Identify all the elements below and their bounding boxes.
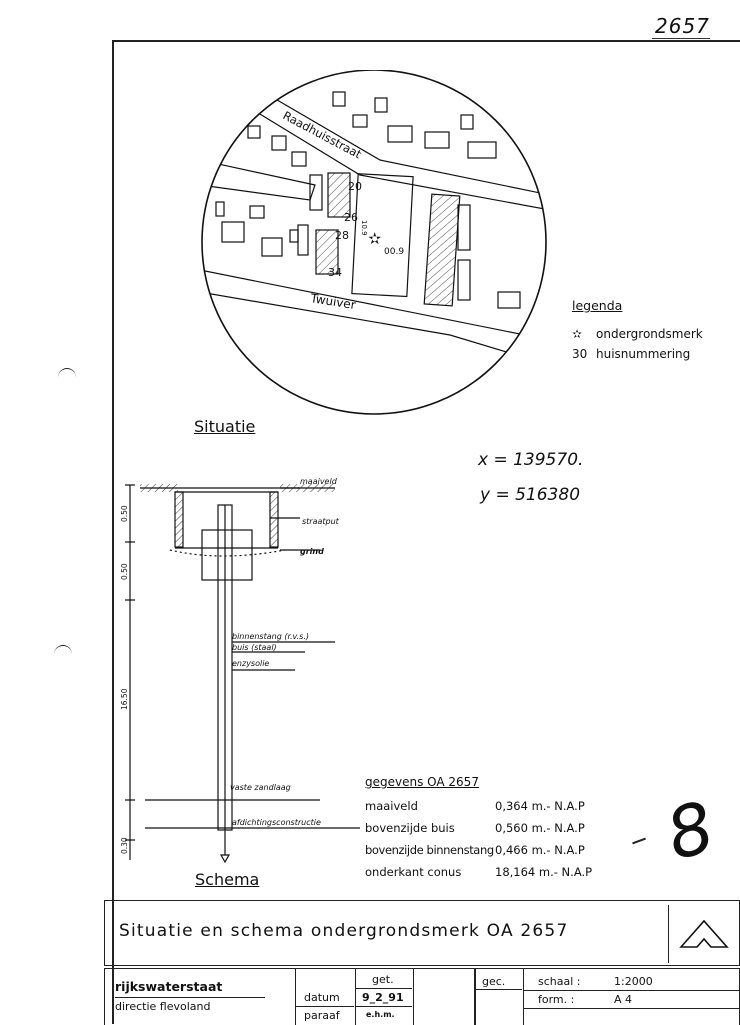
gegevens-label: bovenzijde binnenstang xyxy=(365,843,494,857)
house-number: 34 xyxy=(328,266,342,279)
schema-heading: Schema xyxy=(195,870,260,889)
punch-hole-mark xyxy=(54,645,72,664)
footer-block: rijkswaterstaat directie flevoland datum… xyxy=(104,968,740,1025)
dimension-label: 0.30 xyxy=(120,837,129,854)
legend-title: legenda xyxy=(572,298,623,313)
house-number: 28 xyxy=(335,229,349,242)
drawing-title: Situatie en schema ondergrondsmerk OA 26… xyxy=(119,921,569,941)
datum-value: 9_2_91 xyxy=(362,991,404,1004)
situation-map: Raadhuisstraat Twuiver 20 26 28 34 10.9 … xyxy=(201,70,547,415)
title-block: Situatie en schema ondergrondsmerk OA 26… xyxy=(104,900,740,966)
gegevens-value: 18,164 m.- N.A.P xyxy=(495,865,593,879)
org-underline xyxy=(115,997,265,998)
get-label: get. xyxy=(372,973,394,986)
coordinate-x: x = 139570. xyxy=(478,450,584,470)
gegevens-label: maaiveld xyxy=(365,799,418,813)
legend-item-text: huisnummering xyxy=(596,347,691,361)
legend-item: 30 huisnummering xyxy=(572,347,732,361)
schaal-label: schaal : xyxy=(538,975,581,988)
org-dept: directie flevoland xyxy=(115,1000,211,1013)
dimension-label: 0.50 xyxy=(120,563,129,580)
marker-small-label: 10.9 xyxy=(360,220,368,236)
schema-drawing: maaiveld straatput grind binnenstang (r.… xyxy=(120,477,360,864)
footer-scale-cell: schaal : 1:2000 form. : A 4 xyxy=(523,969,740,1025)
schema-label-maaiveld: maaiveld xyxy=(300,477,338,486)
gegevens-value: 0,560 m.- N.A.P xyxy=(495,821,585,835)
footer-gec-cell: gec. xyxy=(413,969,522,1025)
legend-item-text: ondergrondsmerk xyxy=(596,327,703,341)
gegevens-row: onderkant conus 18,164 m.- N.A.P xyxy=(365,865,605,879)
rijkswaterstaat-logo-icon xyxy=(679,919,729,948)
form-value: A 4 xyxy=(614,993,633,1006)
marker-label: 00.9 xyxy=(384,247,404,257)
gegevens-value: 0,466 m.- N.A.P xyxy=(495,843,585,857)
gegevens-row: maaiveld 0,364 m.- N.A.P xyxy=(365,799,605,813)
sheet-number-underline xyxy=(652,38,710,39)
footer-labels-cell: datum paraaf xyxy=(295,969,354,1025)
schema-label-straatput: straatput xyxy=(302,517,340,526)
gegevens-value: 0,364 m.- N.A.P xyxy=(495,799,585,813)
gec-label: gec. xyxy=(482,975,506,988)
gegevens-block: gegevens OA 2657 maaiveld 0,364 m.- N.A.… xyxy=(365,775,605,885)
legend-item: ✫ ondergrondsmerk xyxy=(572,327,732,341)
form-label: form. : xyxy=(538,993,575,1006)
punch-hole-mark xyxy=(58,368,76,387)
house-number: 26 xyxy=(344,211,358,224)
schema-label-vaste-zandlaag: vaste zandlaag xyxy=(230,783,291,792)
gegevens-row: bovenzijde buis 0,560 m.- N.A.P xyxy=(365,821,605,835)
gegevens-row: bovenzijde binnenstang 0,466 m.- N.A.P xyxy=(365,843,605,857)
legend: legenda ✫ ondergrondsmerk 30 huisnummering xyxy=(572,298,732,361)
schema-label-buis: buis (staal) xyxy=(232,643,277,652)
dimension-label: 0.50 xyxy=(120,505,129,522)
schaal-value: 1:2000 xyxy=(614,975,653,988)
gegevens-label: bovenzijde buis xyxy=(365,821,455,835)
gegevens-label: onderkant conus xyxy=(365,865,462,879)
schema-label-grind: grind xyxy=(300,547,324,556)
footer-get-cell: get. 9_2_91 e.h.m. xyxy=(355,969,412,1025)
paraaf-label: paraaf xyxy=(304,1009,340,1022)
gegevens-title: gegevens OA 2657 xyxy=(365,775,479,789)
drawing-frame xyxy=(112,40,740,1024)
legend-item-symbol: 30 xyxy=(572,347,588,361)
schema-label-enzysolie: enzysolie xyxy=(232,659,269,668)
schema-label-binnenstang: binnenstang (r.v.s.) xyxy=(232,632,309,641)
org-name: rijkswaterstaat xyxy=(115,979,223,994)
situatie-heading: Situatie xyxy=(194,417,256,436)
datum-label: datum xyxy=(304,991,340,1004)
benchmark-star-icon: ✫ xyxy=(368,229,382,248)
get-value: e.h.m. xyxy=(366,1010,395,1019)
benchmark-star-icon: ✫ xyxy=(572,327,583,341)
house-number: 20 xyxy=(348,180,362,193)
logo-cell xyxy=(668,905,739,963)
schema-label-afdichting: afdichtingsconstructie xyxy=(232,818,321,827)
sheet-number: 2657 xyxy=(655,14,710,38)
coordinate-y: y = 516380 xyxy=(480,485,581,505)
dimension-label: 16.50 xyxy=(120,688,129,710)
